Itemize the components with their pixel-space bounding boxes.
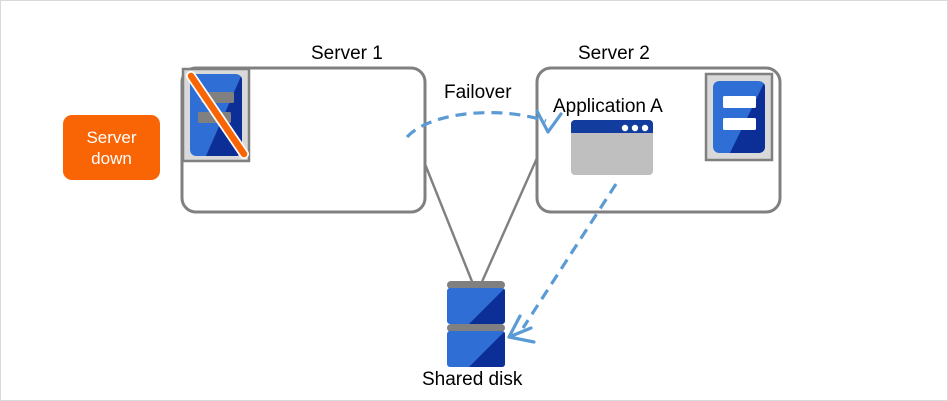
failover-arrow (405, 109, 563, 139)
connector-server1-to-disk (417, 148, 475, 285)
server-down-badge-line1: Server (86, 127, 137, 147)
server-icon (704, 72, 774, 162)
connector-server2-to-disk (479, 148, 543, 285)
application-window[interactable] (571, 120, 653, 175)
window-dot-2 (631, 124, 639, 132)
server-icon-disabled (181, 67, 251, 163)
application-to-disk-arrow (507, 183, 618, 344)
application-label: Application A (553, 96, 663, 117)
failover-label: Failover (444, 82, 512, 103)
server-down-badge: Server down (63, 115, 160, 180)
window-dot-1 (621, 124, 629, 132)
shared-disk-label: Shared disk (422, 369, 523, 390)
window-dot-3 (641, 124, 649, 132)
server1-label: Server 1 (311, 43, 383, 64)
server-down-badge-line2: down (91, 148, 132, 168)
disk-stack-icon (447, 281, 505, 367)
server2-label: Server 2 (578, 43, 650, 64)
